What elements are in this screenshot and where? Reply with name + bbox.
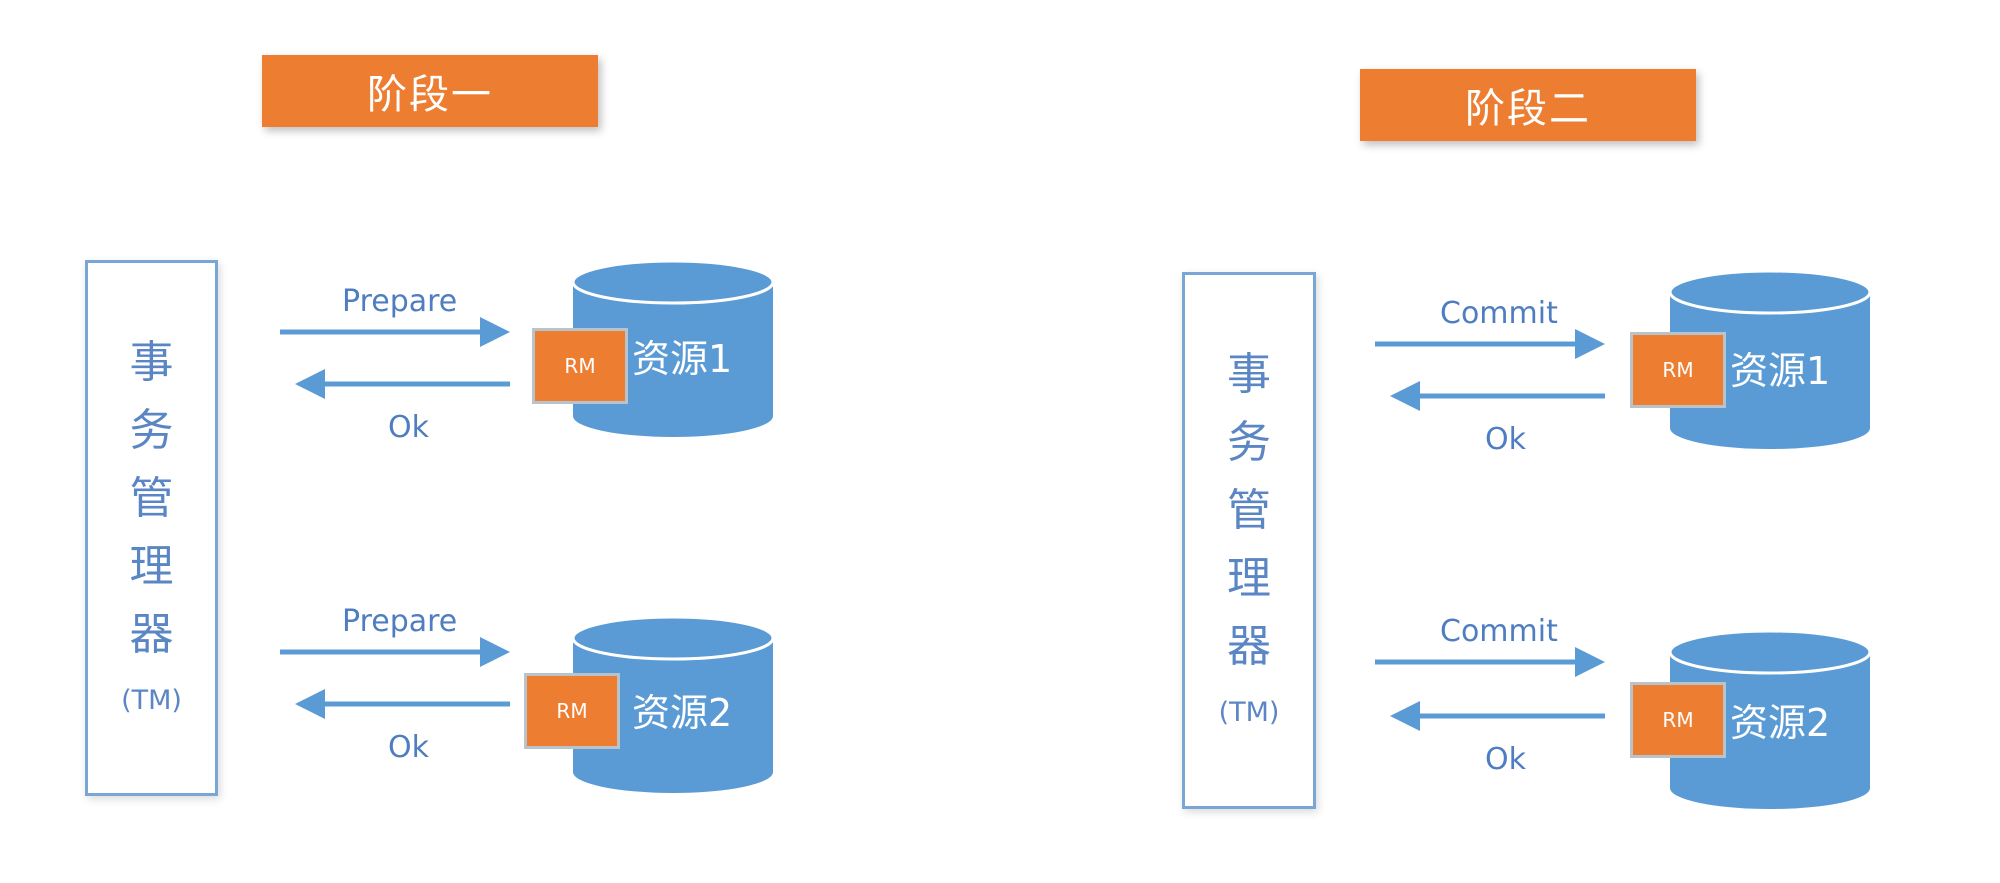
tm-char: 管: [1227, 485, 1271, 536]
phase1-row2-arrows: [280, 637, 510, 719]
response-label: Ok: [388, 730, 429, 765]
resource-manager-box: RM: [524, 673, 620, 749]
phase2-row1-arrows: [1375, 329, 1605, 411]
database-cylinder: [1668, 269, 1872, 449]
transaction-manager-box: 事 务 管 理 器 (TM): [1182, 272, 1316, 809]
resource-manager-box: RM: [1630, 682, 1726, 758]
tm-char: 器: [129, 609, 174, 660]
tm-abbreviation: (TM): [121, 685, 182, 716]
request-label: Commit: [1440, 614, 1558, 649]
request-label: Prepare: [342, 604, 458, 639]
tm-abbreviation: (TM): [1218, 697, 1280, 728]
response-label: Ok: [388, 410, 429, 445]
resource-manager-box: RM: [1630, 332, 1726, 408]
tm-char: 理: [129, 541, 174, 592]
transaction-manager-box: 事 务 管 理 器 (TM): [85, 260, 218, 796]
phase-title: 阶段一: [262, 55, 598, 127]
tm-char: 事: [129, 337, 174, 388]
request-label: Commit: [1440, 296, 1558, 331]
phase-title: 阶段二: [1360, 69, 1696, 141]
phase1-row1-arrows: [280, 317, 510, 399]
tm-char: 理: [1227, 553, 1271, 604]
tm-char: 务: [1227, 417, 1271, 468]
phase2-row2-arrows: [1375, 647, 1605, 731]
response-label: Ok: [1485, 422, 1526, 457]
resource-label: 资源1: [1730, 349, 1831, 393]
tm-char: 器: [1227, 621, 1271, 672]
resource-label: 资源2: [632, 691, 733, 735]
tm-char: 事: [1227, 349, 1271, 400]
response-label: Ok: [1485, 742, 1526, 777]
resource-manager-box: RM: [532, 328, 628, 404]
request-label: Prepare: [342, 284, 458, 319]
tm-char: 管: [129, 473, 174, 524]
tm-char: 务: [129, 405, 174, 456]
resource-label: 资源2: [1730, 701, 1831, 745]
resource-label: 资源1: [632, 337, 733, 381]
database-cylinder: [571, 615, 775, 793]
